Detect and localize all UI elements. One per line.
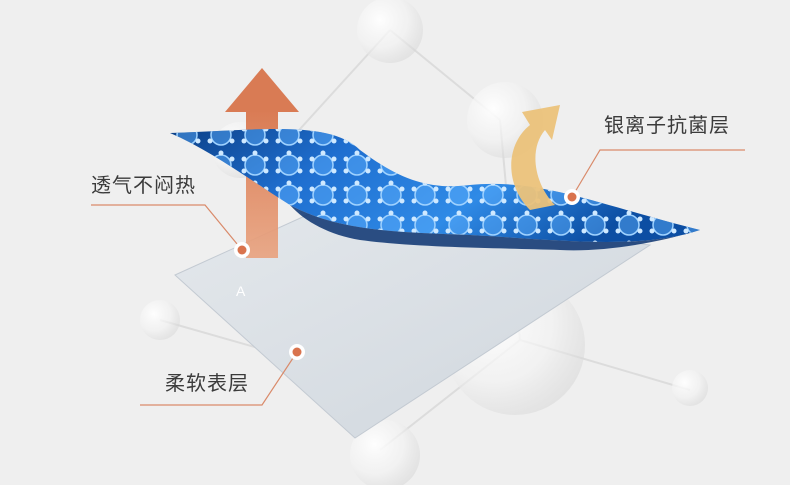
marker-dots	[234, 189, 580, 360]
antibacterial-curve-arrow-icon	[511, 105, 560, 210]
marker-a-label: A	[236, 283, 246, 299]
antibacterial-layer	[170, 128, 700, 251]
soft-surface-label: 柔软表层	[165, 371, 249, 395]
breathable-label: 透气不闷热	[91, 173, 196, 197]
soft-surface-layer	[174, 199, 652, 439]
antibacterial-layer-label: 银离子抗菌层	[604, 113, 730, 137]
leader-lines	[91, 149, 745, 406]
